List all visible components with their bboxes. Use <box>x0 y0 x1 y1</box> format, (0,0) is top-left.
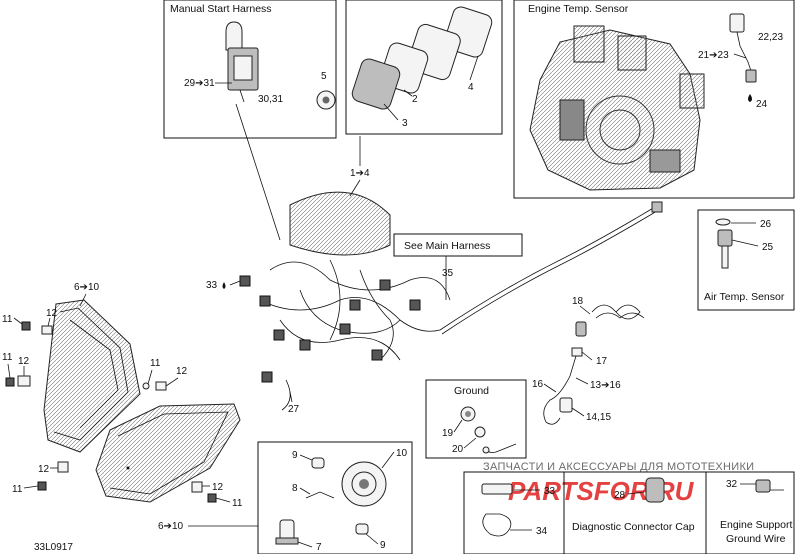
callout-4: 4 <box>468 82 474 93</box>
callout-11-a: 11 <box>2 314 13 325</box>
gauge-housing <box>351 58 401 110</box>
callout-32: 32 <box>726 479 738 490</box>
air-temp-sensor <box>717 229 733 247</box>
callout-18: 18 <box>572 296 584 307</box>
engine-temp-sensor <box>729 13 757 83</box>
main-wiring-harness <box>239 191 663 411</box>
callout-13-16: 13➔16 <box>590 380 621 391</box>
callout-25: 25 <box>762 242 774 253</box>
air-temp-sensor-box: 26 25 Air Temp. Sensor <box>697 209 795 311</box>
cable-tie <box>482 513 512 537</box>
callout-21-23: 21➔23 <box>698 50 729 61</box>
engine-support-ground-wire-box: 32 Engine Support Ground Wire <box>705 471 795 554</box>
small-bulb-bottom <box>355 523 369 535</box>
callout-5: 5 <box>321 71 327 82</box>
watermark-brand: PARTSFOR.RU <box>508 476 695 506</box>
callout-11-c: 11 <box>150 358 161 369</box>
callout-12-b: 12 <box>18 356 30 367</box>
callout-12-c: 12 <box>176 366 188 377</box>
diagnostic-connector-cap <box>645 477 665 503</box>
ground-title: Ground <box>454 385 489 397</box>
diagnostic-connector-cap-box: 28 Diagnostic Connector Cap <box>563 471 707 554</box>
callout-8: 8 <box>292 483 298 494</box>
callout-1-4: 1➔4 <box>350 168 370 179</box>
callout-11-e: 11 <box>232 498 243 509</box>
callout-28: 28 <box>614 490 626 501</box>
callout-7: 7 <box>316 542 322 553</box>
headlight-bulb <box>279 519 295 541</box>
ground-wire-terminal <box>755 479 771 493</box>
small-bulb-top <box>311 457 325 469</box>
callout-19: 19 <box>442 428 454 439</box>
bulb-reflector-box: 9 10 8 7 9 <box>257 441 413 554</box>
callout-33: 33 <box>206 280 218 291</box>
callout-6-10-top: 6➔10 <box>74 282 100 293</box>
callout-17: 17 <box>596 356 608 367</box>
callout-11-d: 11 <box>12 484 23 495</box>
fuse-holder <box>481 483 513 495</box>
callout-12-d: 12 <box>38 464 50 475</box>
callout-2: 2 <box>412 94 418 105</box>
callout-3: 3 <box>402 118 408 129</box>
callout-14-15: 14,15 <box>586 412 611 423</box>
gauge-cluster-assembled <box>289 191 391 256</box>
callout-34: 34 <box>536 526 548 537</box>
drawing-id: 33L0917 <box>34 542 73 553</box>
engine-illustration <box>529 25 705 191</box>
callout-30-31: 30,31 <box>258 94 283 105</box>
right-headlight-assembly <box>95 403 241 503</box>
retaining-spring <box>305 491 335 499</box>
callout-26: 26 <box>760 219 772 230</box>
see-main-harness-box: See Main Harness 35 <box>393 233 523 300</box>
callout-6-10-bottom: 6➔10 <box>158 521 184 532</box>
callout-22-23: 22,23 <box>758 32 783 43</box>
fuse-holder-box: 33 34 <box>463 471 565 554</box>
manual-start-harness-box: Manual Start Harness 29➔31 30,31 <box>163 0 337 139</box>
diagnostic-connector-cap-title: Diagnostic Connector Cap <box>572 521 695 533</box>
gauge-cluster-box: 5 2 3 4 <box>316 0 503 135</box>
engine-temp-sensor-box: Engine Temp. Sensor 22,23 21➔23 24 <box>513 0 795 199</box>
callout-27: 27 <box>288 404 300 415</box>
watermark-caption: ЗАПЧАСТИ И АКСЕССУАРЫ ДЛЯ МОТОТЕХНИКИ <box>483 461 754 473</box>
callout-35: 35 <box>442 268 454 279</box>
manual-start-harness-connector <box>225 21 259 103</box>
harness-end-connector <box>651 201 663 213</box>
ground-box: Ground 19 20 <box>425 379 527 459</box>
callout-11-b: 11 <box>2 352 13 363</box>
callout-9-a: 9 <box>292 450 298 461</box>
callout-12-a: 12 <box>46 308 58 319</box>
see-main-harness-label: See Main Harness <box>404 240 490 252</box>
air-temp-sensor-title: Air Temp. Sensor <box>704 291 785 303</box>
callout-29-31: 29➔31 <box>184 78 215 89</box>
manual-start-harness-title: Manual Start Harness <box>170 3 272 15</box>
callout-10: 10 <box>396 448 408 459</box>
callout-16: 16 <box>532 379 544 390</box>
callout-9-b: 9 <box>380 540 386 551</box>
pressure-switch-group <box>543 304 645 425</box>
ground-washer <box>474 426 486 438</box>
engine-support-title-1: Engine Support <box>720 519 792 531</box>
left-headlight-assembly <box>43 299 141 453</box>
callout-24: 24 <box>756 99 768 110</box>
engine-support-title-2: Ground Wire <box>726 533 786 545</box>
engine-temp-sensor-title: Engine Temp. Sensor <box>528 3 629 15</box>
callout-12-e: 12 <box>212 482 224 493</box>
callout-20: 20 <box>452 444 464 455</box>
callout-33-b: 33 <box>544 486 556 497</box>
